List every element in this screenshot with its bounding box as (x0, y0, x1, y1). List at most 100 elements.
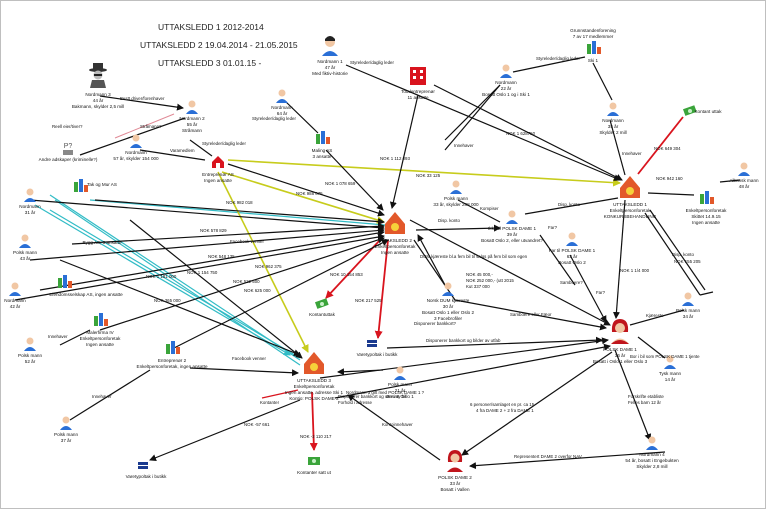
edge-k-19 (644, 212, 701, 296)
node-label-4: Kontio: POLSK DAME 2 (289, 396, 339, 401)
node-entreprenor-as[interactable]: Entreprenør AS Ingen ansatte (202, 156, 234, 183)
header-line-3: UTTAKSLEDD 3 01.01.15 - (158, 58, 261, 68)
node-nordmann-4[interactable]: Nordmann 4 54 år, bosatt i Engebukten Sk… (625, 436, 679, 470)
edge-k-30 (99, 236, 385, 331)
node-enkeltpersonforetak-ski[interactable]: Enkeltpersonforetak Skittet 14.9.15 Inge… (686, 191, 728, 225)
edge-label: Kjæreste (646, 313, 664, 318)
money-icon (682, 105, 697, 116)
node-label-2: 35 år (608, 123, 619, 129)
node-label-1: Kontant uttak (694, 109, 722, 114)
edge-label: Forhold i adresse (338, 400, 372, 405)
edge-k-33 (69, 369, 151, 421)
person-icon (186, 100, 198, 114)
node-label-2: 64 år (277, 110, 288, 116)
node-varetypoltak-1[interactable]: Varetypoltak i butikk (357, 340, 398, 357)
node-label-3: Bosatt Oslo 2, eller utvandret? (481, 238, 543, 243)
edge-k-20 (699, 291, 714, 296)
edge-k-27 (59, 259, 301, 357)
node-polsk-dame-1[interactable]: POLSK DAME 1 36 år Bosatt i Oslo 1 eller… (593, 319, 648, 364)
node-andre[interactable]: P? Andre adskaper (kriminelle?) (39, 143, 98, 162)
node-polsk-mann-43[interactable]: Polsk mann 43 år (13, 234, 37, 262)
edge-label: NOK 1 078 659 (325, 181, 356, 186)
node-nordmann-42[interactable]: Nordmann 42 år (4, 282, 26, 310)
org-chart-icon (58, 275, 72, 288)
node-label-1: UTTAKSLEDD 1 (613, 202, 647, 207)
node-nordmann-3[interactable]: Nordmann 3 44 år Bakmann, skylder 2,5 mi… (72, 63, 124, 109)
node-label-4: 3 Facebrofiler (434, 316, 463, 321)
node-polsk-mann-34[interactable]: Polsk mann 34 år (676, 292, 700, 320)
edge-label: Far? (548, 225, 558, 230)
node-polsk-mann-37[interactable]: Polsk mann 37 år (54, 416, 78, 444)
node-kontanter-satt-ut[interactable]: Kontanter satt ut (297, 457, 332, 475)
edge-k-51 (469, 451, 666, 470)
node-uttaksledd-3[interactable]: UTTAKSLEDD 3 Enkeltpersonforetak Ingen a… (285, 352, 344, 401)
org-chart-icon (587, 41, 601, 54)
node-eiendomsselskap[interactable]: Eiendomsselskap AS, ingen ansatte (49, 275, 123, 297)
node-label-3: Bosatt Oslo 2 (558, 260, 586, 265)
node-nordmann-2[interactable]: Nordmann 2 55 år Stråmann (179, 100, 205, 134)
node-label-1: Malerfirma IV (86, 330, 114, 335)
edge-label: Disponerer bankkort og bilder av utfab (426, 338, 501, 343)
node-nordmann-64[interactable]: Nordmann 64 år (271, 89, 293, 117)
node-albansk-mann[interactable]: Albansk mann 48 år (729, 162, 759, 190)
edge-label: Reell eier/tiver? (52, 124, 83, 129)
edge-label: Facebook venner (230, 239, 264, 244)
node-polsk-mann-21[interactable]: Polsk mann 21 år Bosatt Oslo 1 (386, 366, 414, 400)
node-nordmann-57[interactable]: Nordmann 57 år, skylder 154 000 (113, 134, 159, 162)
node-label-2: 36 år (615, 352, 626, 358)
node-polsk-mann-33[interactable]: Polsk mann 33 år, skylder 288 000 (433, 180, 479, 208)
edge-k-22 (94, 199, 385, 226)
node-nordmann-35[interactable]: Nordmann 35 år Skylder 2 mill (599, 102, 627, 136)
person-icon (646, 436, 658, 450)
node-nordmann-22[interactable]: Nordmann 22 år Bosatt Oslo 1 og i Ski 1 (482, 64, 530, 98)
edge-olive-3 (217, 171, 309, 353)
node-kontant-uttak[interactable]: Kontant uttak (682, 105, 722, 116)
node-varetypoltak-2[interactable]: Varetypoltak i butikk (126, 462, 167, 479)
edge-k-36 (409, 219, 611, 326)
node-norsk-dum-kjaereste[interactable]: Norsk DUM kjæreste 30 år Bosatt Oslo 1 e… (422, 282, 475, 322)
node-label-1: Nordmann (271, 105, 293, 110)
edge-k-8 (189, 139, 213, 157)
node-polsk-dame-2[interactable]: POLSK DAME 2 33 år Bosatt i Vallen (438, 450, 472, 492)
node-label-1: Norsk DUM kjæreste (427, 298, 470, 303)
node-far-til-polsk-dame-1[interactable]: Far til POLSK DAME 1 63 år Bosatt Oslo 2 (549, 232, 596, 266)
edge-label: Kut 337 000 (466, 284, 490, 289)
edge-k-52 (347, 394, 441, 461)
node-label-1: POLSK DAME 2 (438, 475, 472, 480)
edge-k-4 (325, 149, 384, 211)
node-maling-as[interactable]: Maling AS 3 ansatte (312, 131, 333, 159)
node-label-2: 43 år (20, 255, 31, 261)
edge-label: NOK 649 304 (654, 146, 681, 151)
node-entreprenor-2[interactable]: Entreprenør 2 Enkeltpersonforetak, ingen… (137, 341, 208, 369)
node-label-1: Varetypoltak i butikk (126, 474, 167, 479)
node-grunnstandenforening[interactable]: Grunnstandenforening 7 av 17 medlemmer S… (570, 28, 616, 63)
node-uttaksledd-1[interactable]: UTTAKSLEDD 1 Enkeltpersonforetak KONKURS… (604, 176, 657, 219)
person-icon (9, 282, 21, 296)
node-kontantuttak[interactable]: Kontantuttak (309, 298, 336, 317)
edge-label: NOK 365 000 (154, 298, 181, 303)
edge-k-31 (173, 239, 389, 349)
node-uttaksledd-2[interactable]: UTTAKSLEDD 2 Enkeltpersonforetak Ingen a… (375, 212, 417, 255)
node-ikke-til-polsk-dame-1[interactable]: Ikke til POLSK DAME 1 39 år Bosatt Oslo … (481, 210, 543, 244)
node-tak-og-mur[interactable]: Tak og Mur AS Bygg AS, 3 ansatte (74, 179, 122, 245)
edge-k-16 (719, 179, 741, 183)
node-nordmann-31[interactable]: Nordmann 31 år (19, 188, 41, 216)
node-label-2: 11 ansatte (407, 95, 429, 100)
node-polsk-mann-52[interactable]: Polsk mann 52 år (18, 337, 42, 365)
company-icon (385, 212, 405, 234)
node-malerfirma[interactable]: Malerfirma IV Enkeltpersonforetak Ingen … (80, 313, 122, 347)
node-totalentreprenor[interactable]: Totalentreprenør 11 ansatte (401, 67, 435, 100)
person-icon (442, 282, 454, 296)
edge-label: NOK 522 500 (233, 279, 260, 284)
node-nordmann-1[interactable]: Nordmann 1 47 år Med fiktiv-historie (312, 36, 348, 76)
edge-k-6 (99, 95, 184, 111)
edge-red-5 (637, 116, 684, 175)
edge-k-17 (612, 199, 626, 319)
node-label-1: Polsk mann (388, 382, 412, 387)
node-tysk-mann[interactable]: Tysk mann 14 år (659, 355, 682, 383)
woman-icon (447, 450, 463, 472)
node-label-2: Enkeltpersonforetak (375, 244, 417, 249)
person-icon (19, 234, 31, 248)
